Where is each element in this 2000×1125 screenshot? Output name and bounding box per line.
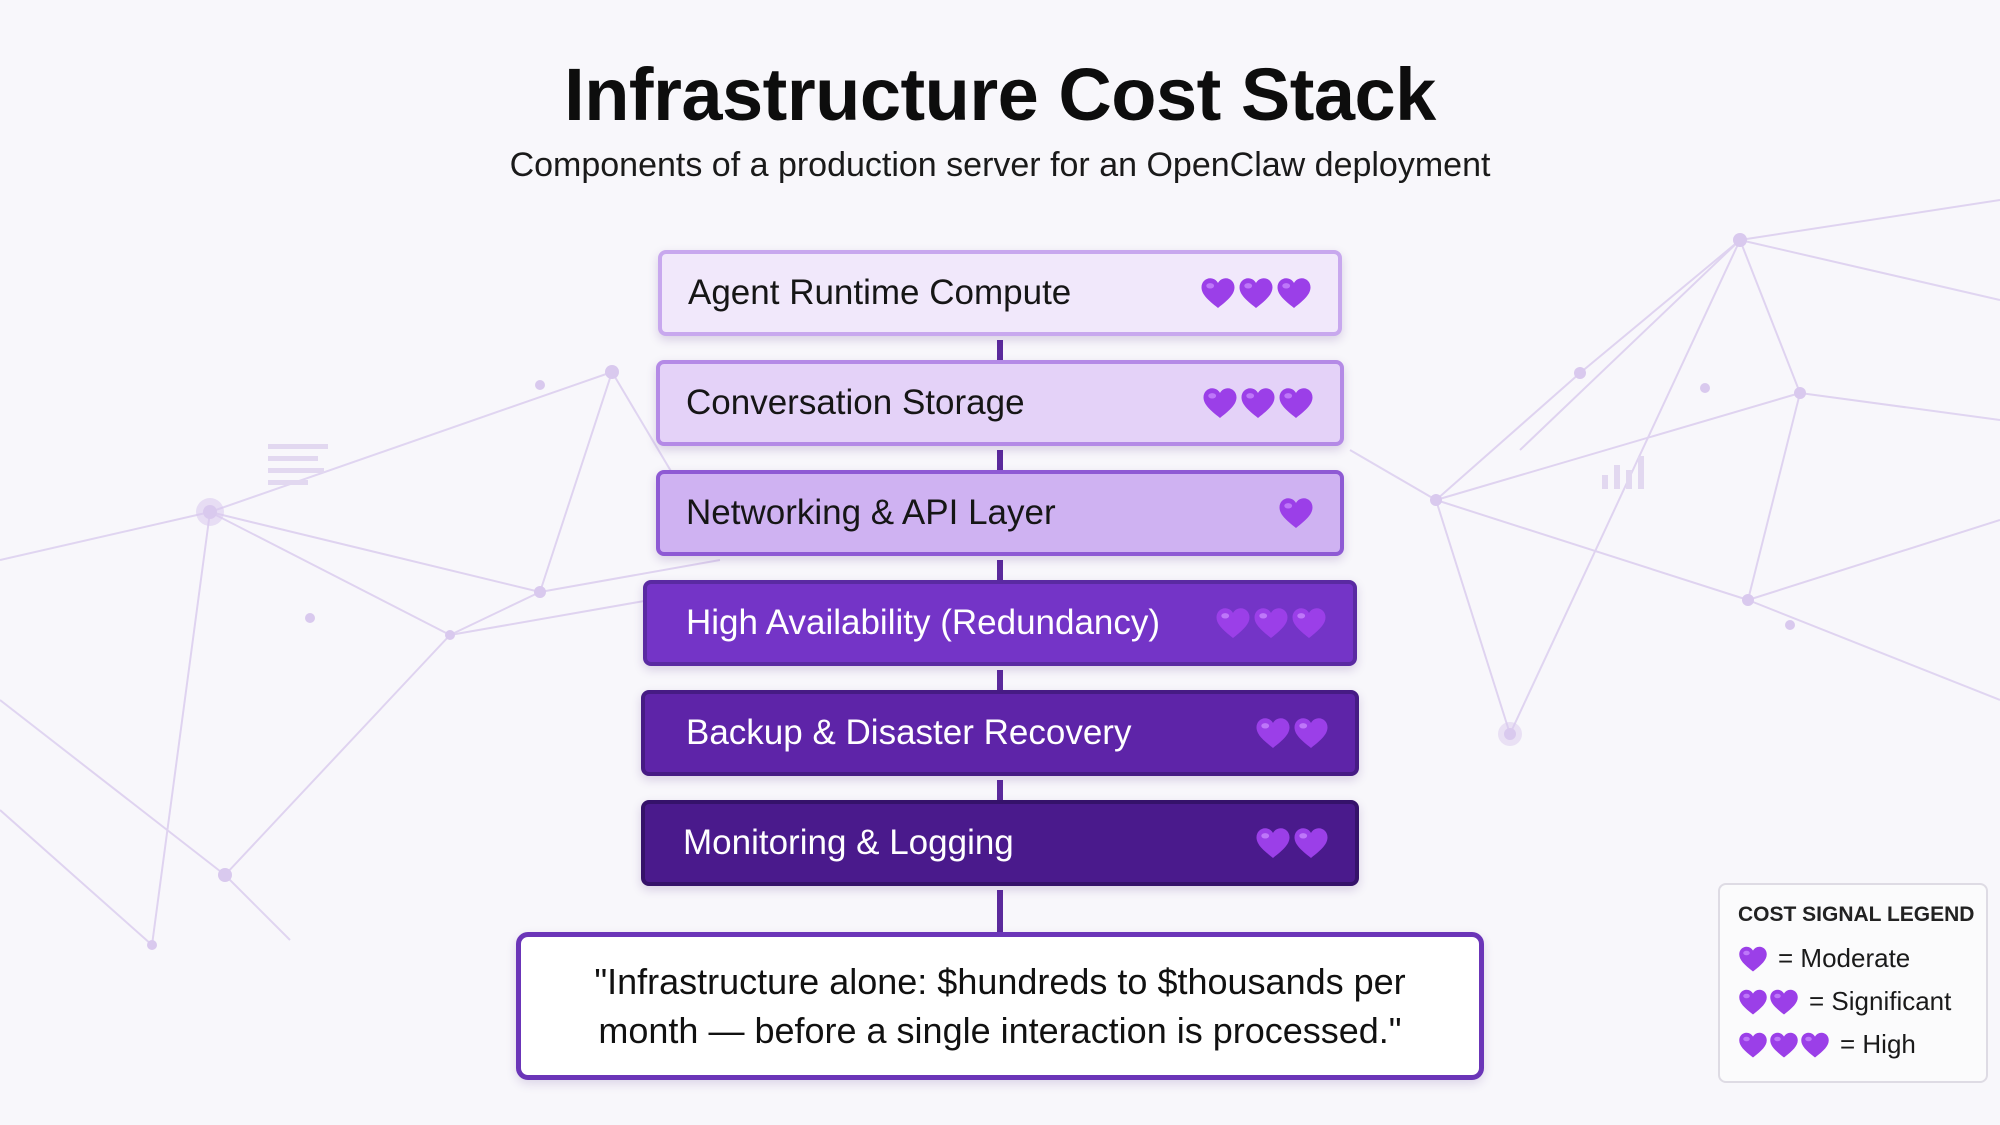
purple-heart-icon: [1256, 828, 1290, 858]
purple-heart-icon: [1770, 1032, 1798, 1057]
cost-hearts: [1278, 496, 1314, 530]
stack-connector: [997, 340, 1003, 370]
purple-heart-icon: [1241, 388, 1275, 418]
purple-heart-icon: [1279, 388, 1313, 418]
purple-heart-icon: [1292, 608, 1326, 638]
legend-hearts: [1738, 988, 1799, 1016]
legend-title: COST SIGNAL LEGEND: [1738, 903, 1975, 926]
cost-hearts: [1202, 386, 1314, 420]
layer-agent-runtime-compute: Agent Runtime Compute: [658, 250, 1342, 336]
page-subtitle: Components of a production server for an…: [509, 146, 1491, 184]
layer-networking-api: Networking & API Layer: [656, 470, 1344, 556]
purple-heart-icon: [1739, 1032, 1767, 1057]
stack-connector: [997, 670, 1003, 700]
layer-label: Conversation Storage: [686, 383, 1025, 422]
purple-heart-icon: [1201, 278, 1235, 308]
layer-label: High Availability (Redundancy): [686, 603, 1161, 642]
purple-heart-icon: [1770, 989, 1798, 1014]
callout-text: "Infrastructure alone: $hundreds to $tho…: [594, 961, 1406, 1051]
layer-label: Backup & Disaster Recovery: [686, 713, 1132, 752]
layer-high-availability: High Availability (Redundancy): [643, 580, 1357, 666]
stack-connector: [997, 450, 1003, 480]
legend-hearts: [1738, 945, 1768, 973]
purple-heart-icon: [1203, 388, 1237, 418]
purple-heart-icon: [1739, 989, 1767, 1014]
purple-heart-icon: [1801, 1032, 1829, 1057]
page-title: Infrastructure Cost Stack: [564, 53, 1436, 136]
purple-heart-icon: [1254, 608, 1288, 638]
cost-hearts: [1215, 606, 1327, 640]
cost-hearts: [1255, 716, 1329, 750]
legend-label: = Moderate: [1778, 943, 1911, 973]
legend-label: = High: [1840, 1029, 1916, 1059]
purple-heart-icon: [1294, 828, 1328, 858]
stack-connector: [997, 890, 1003, 934]
layer-conversation-storage: Conversation Storage: [656, 360, 1344, 446]
cost-hearts: [1255, 826, 1329, 860]
purple-heart-icon: [1279, 498, 1313, 528]
legend-row-significant: = Significant: [1738, 980, 1986, 1023]
layer-backup-disaster-recovery: Backup & Disaster Recovery: [641, 690, 1359, 776]
legend-label: = Significant: [1809, 986, 1952, 1016]
stack-connector: [997, 560, 1003, 590]
legend-row-high: = High: [1738, 1023, 1986, 1066]
purple-heart-icon: [1216, 608, 1250, 638]
legend-row-moderate: = Moderate: [1738, 937, 1986, 980]
layer-monitoring-logging: Monitoring & Logging: [641, 800, 1359, 886]
purple-heart-icon: [1294, 718, 1328, 748]
purple-heart-icon: [1277, 278, 1311, 308]
cost-callout-quote: "Infrastructure alone: $hundreds to $tho…: [516, 932, 1484, 1080]
cost-signal-legend: COST SIGNAL LEGEND = Moderate = Signific…: [1718, 883, 1988, 1083]
purple-heart-icon: [1256, 718, 1290, 748]
cost-hearts: [1200, 276, 1312, 310]
layer-label: Monitoring & Logging: [683, 823, 1014, 862]
purple-heart-icon: [1239, 278, 1273, 308]
layer-label: Agent Runtime Compute: [688, 273, 1072, 312]
layer-label: Networking & API Layer: [686, 493, 1056, 532]
purple-heart-icon: [1739, 946, 1767, 971]
legend-hearts: [1738, 1031, 1830, 1059]
stack-connector: [997, 780, 1003, 810]
